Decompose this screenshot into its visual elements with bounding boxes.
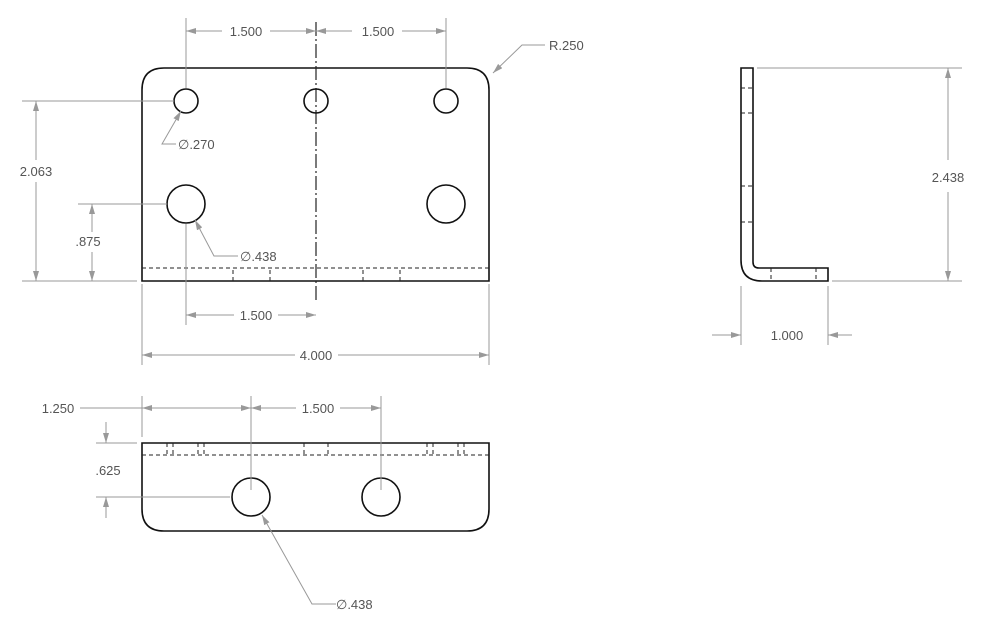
bottom-hole-label: ∅.438 bbox=[336, 597, 373, 612]
side-view: 2.438 1.000 bbox=[712, 67, 965, 345]
corner-radius-label: R.250 bbox=[549, 38, 584, 53]
large-hole bbox=[166, 184, 206, 224]
dim-hole-spacing: 1.500 bbox=[302, 401, 335, 416]
small-hole bbox=[303, 88, 329, 114]
height-to-large-holes: .875 bbox=[75, 234, 100, 249]
front-view: 1.500 1.500 R.250 ∅.270 ∅.438 2.063 .875… bbox=[20, 18, 584, 365]
dim-left-offset: 1.250 bbox=[42, 401, 75, 416]
bottom-view: 1.250 1.500 .625 ∅.438 bbox=[42, 396, 490, 612]
dim-top-right: 1.500 bbox=[362, 24, 395, 39]
large-hole-label: ∅.438 bbox=[240, 249, 277, 264]
large-hole bbox=[426, 184, 466, 224]
small-hole bbox=[173, 88, 199, 114]
small-hole-label: ∅.270 bbox=[178, 137, 215, 152]
hole-offset: .625 bbox=[95, 463, 120, 478]
small-hole bbox=[433, 88, 459, 114]
overall-height: 2.438 bbox=[932, 170, 965, 185]
dim-bottom-spacing: 1.500 bbox=[240, 308, 273, 323]
dim-top-left: 1.500 bbox=[230, 24, 263, 39]
overall-width: 4.000 bbox=[300, 348, 333, 363]
flange-length: 1.000 bbox=[771, 328, 804, 343]
height-to-small-holes: 2.063 bbox=[20, 164, 53, 179]
